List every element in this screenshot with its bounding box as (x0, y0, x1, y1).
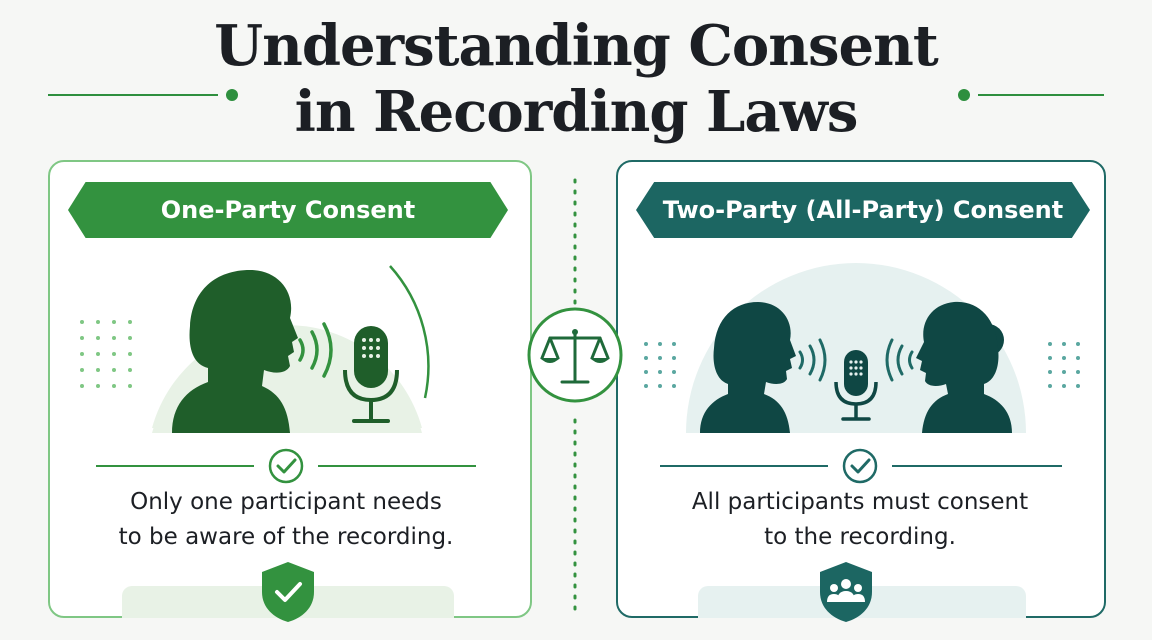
shield-check-icon (262, 562, 314, 622)
page-title-line2: in Recording Laws (294, 79, 859, 145)
title-divider-left (48, 94, 218, 96)
person-silhouette (172, 270, 298, 433)
two-party-illustration (644, 263, 1080, 433)
two-party-description-line1: All participants must consent (691, 489, 1029, 515)
sound-waves-icon (798, 338, 914, 382)
one-party-heading: One-Party Consent (68, 182, 508, 238)
microphone-icon (834, 350, 878, 421)
person-silhouette-woman (916, 301, 1012, 433)
one-party-illustration (80, 265, 430, 433)
two-party-description: All participants must consent to the rec… (660, 485, 1060, 554)
one-party-description-line1: Only one participant needs (130, 489, 442, 515)
one-party-check-divider (96, 448, 476, 484)
shield-group-icon (820, 562, 872, 622)
center-divider (527, 178, 623, 612)
title-divider-dot-left (226, 89, 238, 101)
dot-pattern-left-teal (644, 342, 676, 388)
title-divider-dot-right (958, 89, 970, 101)
two-party-check-divider (660, 448, 1062, 484)
dot-pattern-left (80, 320, 132, 388)
two-party-heading: Two-Party (All-Party) Consent (636, 182, 1090, 238)
one-party-description-line2: to be aware of the recording. (118, 523, 454, 550)
person-silhouette-man (700, 302, 796, 433)
one-party-description: Only one participant needs to be aware o… (96, 485, 476, 554)
page-title-line1: Understanding Consent (214, 13, 938, 79)
sound-waves-icon (298, 322, 333, 378)
dot-pattern-right-teal (1048, 342, 1080, 388)
title-divider-right (978, 94, 1104, 96)
two-party-description-line2: to the recording. (764, 523, 956, 550)
microphone-icon (343, 326, 399, 423)
check-icon (842, 448, 878, 484)
check-icon (268, 448, 304, 484)
scales-icon (527, 307, 623, 403)
